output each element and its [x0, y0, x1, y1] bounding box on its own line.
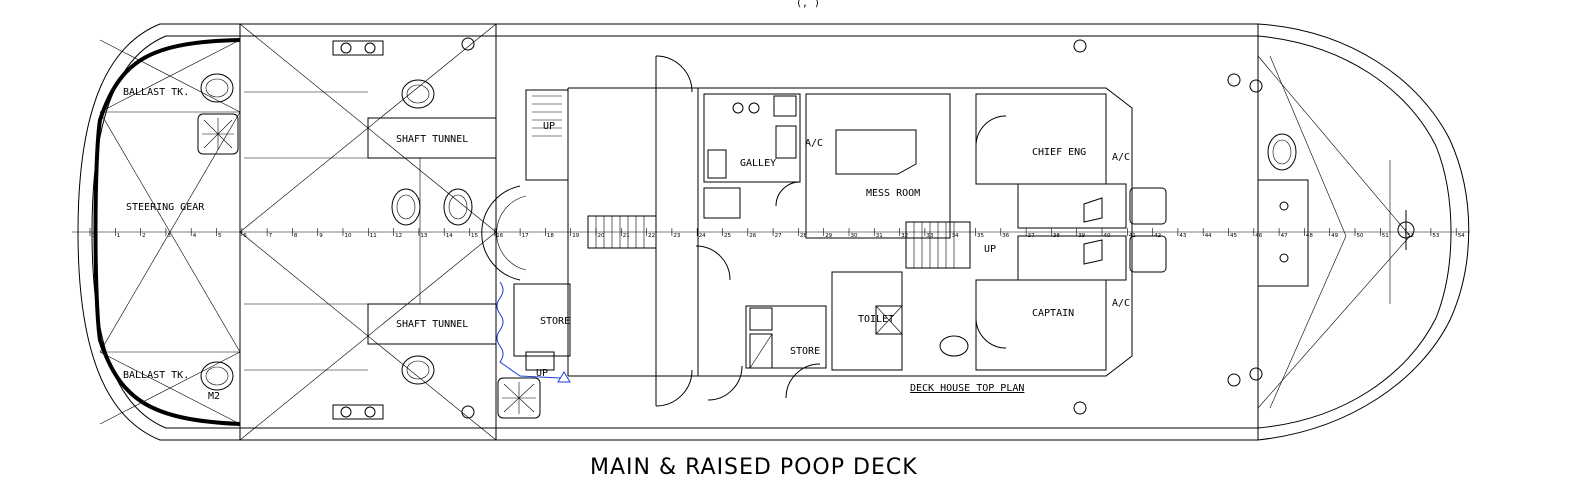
label-toilet: TOILET [858, 314, 894, 325]
frame-number-label: 47 [1281, 233, 1288, 239]
frame-number-label: 2 [142, 233, 146, 239]
frame-number-label: 21 [623, 233, 630, 239]
aft-stair-area [481, 87, 698, 383]
frame-number-label: 25 [724, 233, 731, 239]
deck-house [655, 55, 1167, 407]
label-chief-eng: CHIEF ENG [1032, 147, 1086, 158]
frame-number-label: 29 [825, 233, 832, 239]
frame-number-label: 34 [952, 233, 959, 239]
frame-number-label: 5 [218, 233, 222, 239]
frame-number-label: 54 [1458, 233, 1465, 239]
frame-number-label: 3 [167, 233, 171, 239]
frame-number-label: 43 [1179, 233, 1186, 239]
subtitle-deck-house-top-plan: DECK HOUSE TOP PLAN [910, 383, 1024, 394]
revision-triangle [557, 371, 571, 383]
frame-number-label: 20 [598, 233, 605, 239]
frame-number-label: 18 [547, 233, 554, 239]
frame-number-label: 1 [117, 233, 121, 239]
frame-number-label: 7 [269, 233, 273, 239]
label-ballast-bottom: BALLAST TK. [123, 370, 189, 381]
frame-number-label: 12 [395, 233, 402, 239]
revision-cloud [496, 281, 561, 379]
label-ac-captain: A/C [1112, 298, 1130, 309]
frame-number-label: 36 [1002, 233, 1009, 239]
label-captain: CAPTAIN [1032, 308, 1074, 319]
label-store-aft: STORE [540, 316, 570, 327]
label-ac-chief: A/C [1112, 152, 1130, 163]
frame-number-label: 45 [1230, 233, 1237, 239]
frame-number-label: 19 [572, 233, 579, 239]
frame-number-label: 51 [1382, 233, 1389, 239]
label-ballast-top: BALLAST TK. [123, 87, 189, 98]
frame-number-label: 8 [294, 233, 298, 239]
frame-number-label: 24 [699, 233, 706, 239]
frame-number-label: 53 [1432, 233, 1439, 239]
frame-number-label: 13 [420, 233, 427, 239]
label-shaft-tunnel-bottom: SHAFT TUNNEL [396, 319, 468, 330]
frame-number-label: 14 [446, 233, 453, 239]
frame-number-label: 15 [471, 233, 478, 239]
frame-number-label: 50 [1357, 233, 1364, 239]
label-m2: M2 [208, 391, 220, 402]
label-up-mess: UP [984, 244, 996, 255]
frame-number-label: 10 [345, 233, 352, 239]
label-mess-room: MESS ROOM [866, 188, 920, 199]
frame-number-label: 26 [749, 233, 756, 239]
frame-number-label: 32 [901, 233, 908, 239]
frame-number-label: 48 [1306, 233, 1313, 239]
label-up-stair-top: UP [543, 121, 555, 132]
frame-number-label: 30 [851, 233, 858, 239]
label-up-stair-bottom: UP [536, 368, 548, 379]
frame-number-label: 28 [800, 233, 807, 239]
vent-group [197, 113, 541, 419]
label-steering-gear: STEERING GEAR [126, 202, 205, 213]
frame-number-label: 44 [1205, 233, 1212, 239]
frame-number-label: 49 [1331, 233, 1338, 239]
frame-number-label: 35 [977, 233, 984, 239]
frame-number-label: 9 [319, 233, 323, 239]
drawing-title: MAIN & RAISED POOP DECK [590, 455, 918, 480]
manhole-group [200, 73, 1297, 391]
frame-number-label: 31 [876, 233, 883, 239]
bow-area [1257, 24, 1411, 440]
frame-number-label: 11 [370, 233, 377, 239]
label-store-fwd: STORE [790, 346, 820, 357]
frame-number-label: 22 [648, 233, 655, 239]
frame-number-label: 16 [496, 233, 503, 239]
label-ac-galley: A/C [805, 138, 823, 149]
frame-number-label: 23 [673, 233, 680, 239]
bollard-group [332, 37, 1415, 420]
frame-number-label: 17 [522, 233, 529, 239]
label-galley: GALLEY [740, 158, 776, 169]
frame-number-label: 46 [1255, 233, 1262, 239]
top-text-fragment: (, ) [796, 0, 820, 9]
frame-number-label: 4 [193, 233, 197, 239]
label-shaft-tunnel-top: SHAFT TUNNEL [396, 134, 468, 145]
frame-number-label: 27 [775, 233, 782, 239]
frame-number-label: 0 [92, 233, 96, 239]
aft-compartment-lines [99, 23, 497, 441]
